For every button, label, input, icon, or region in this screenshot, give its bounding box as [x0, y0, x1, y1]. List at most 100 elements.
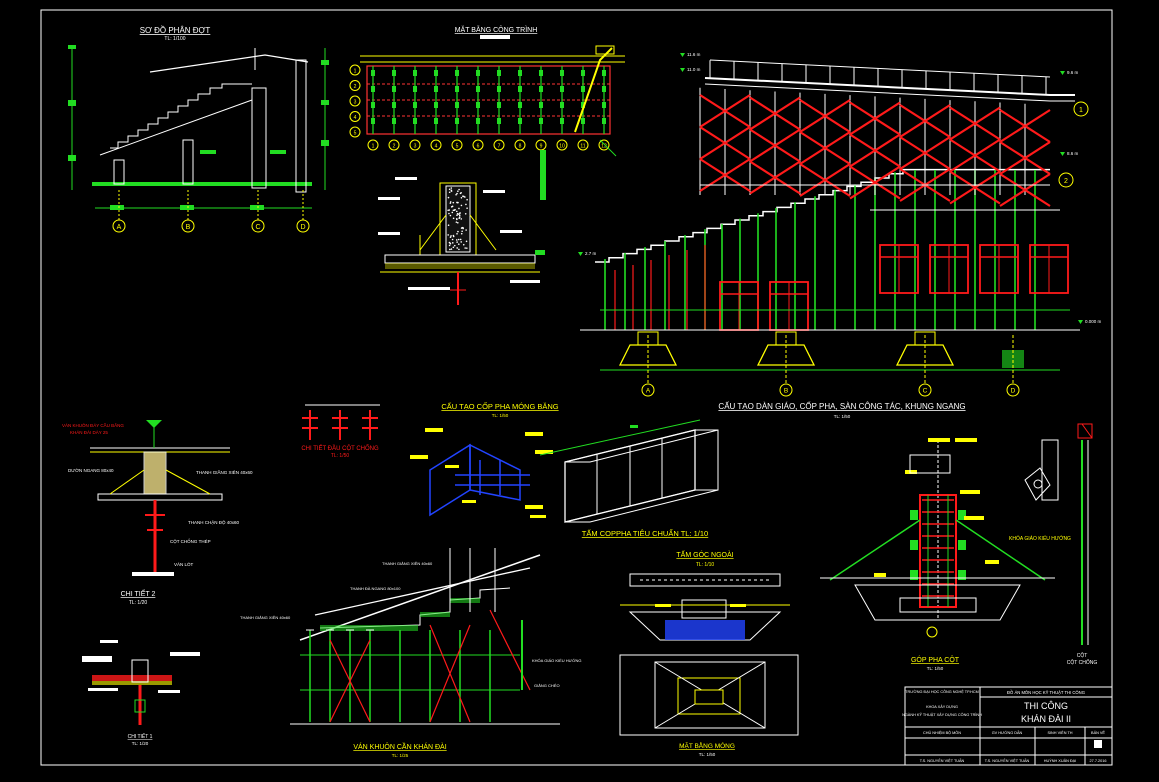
concrete-aggregate — [448, 209, 451, 211]
prop-mark — [371, 86, 375, 92]
chi-tiet-1-title: CHI TIẾT 1 — [128, 733, 153, 740]
ref-circle-label: 1 — [1079, 107, 1083, 114]
so-do-phan-dot: SƠ ĐỒ PHÂN ĐỢT TL: 1/100 A B C D — [68, 25, 329, 233]
footing — [618, 344, 678, 366]
grid-bubble — [493, 139, 505, 151]
concrete-aggregate — [460, 232, 463, 235]
tb-name-3: HUỲNH XUÂN ĐẠI — [1044, 758, 1077, 763]
concrete-aggregate — [459, 192, 462, 195]
concrete-aggregate — [457, 213, 460, 215]
axis-label: C — [255, 224, 260, 231]
prop-mark — [602, 118, 606, 124]
concrete-aggregate — [465, 247, 468, 249]
prop-mark — [371, 102, 375, 108]
dau-cot-title: CHI TIẾT ĐẦU CỘT CHỐNG — [301, 445, 379, 452]
concrete-aggregate — [448, 188, 451, 191]
concrete-aggregate — [451, 238, 454, 241]
prop-mark — [455, 102, 459, 108]
grid-bubble-label: 5 — [456, 144, 459, 150]
ref-circle-label: 2 — [1064, 178, 1068, 185]
khoa-giao-cot-chong: KHÓA GIÁO KIỂU HƯỚNG CỘT CỘT CHỐNG — [1009, 423, 1097, 666]
prop-mark — [434, 118, 438, 124]
concrete-aggregate — [460, 241, 463, 243]
prop-mark — [581, 102, 585, 108]
grid-bubble-label: 4 — [354, 115, 357, 121]
cross-brace — [699, 158, 751, 192]
concrete-aggregate — [460, 196, 463, 199]
concrete-aggregate — [451, 211, 454, 214]
clamp — [910, 570, 918, 580]
axis-bubble-label: D — [1011, 388, 1016, 395]
cross-brace — [999, 173, 1051, 207]
tb-major: NGÀNH KỸ THUẬT XÂY DỰNG CÔNG TRÌNH — [902, 712, 982, 717]
cross-brace — [699, 94, 751, 128]
prop-mark — [539, 86, 543, 92]
concrete-aggregate — [448, 212, 450, 215]
concrete-aggregate — [456, 241, 458, 243]
concrete-aggregate — [453, 244, 456, 247]
prop-mark — [518, 102, 522, 108]
concrete-aggregate — [455, 221, 458, 223]
concrete-aggregate — [456, 247, 458, 249]
cross-brace — [999, 109, 1051, 143]
concrete — [420, 612, 450, 617]
level-label: 11.6 m — [687, 52, 701, 57]
tb-name-2: T.S. NGUYỄN VIỆT TUẤN — [985, 758, 1030, 763]
tam-goc-mong: TẤM GÓC NGOÀI TL: 1/10 MẶT BẰNG MÓNG TL:… — [619, 549, 799, 757]
tb-sheet-label: BẢN VẼ — [1091, 730, 1105, 735]
axis-bubble — [779, 383, 793, 397]
level-label: 8.6 m — [1067, 151, 1079, 156]
prop-mark — [560, 102, 564, 108]
prop-mark — [434, 86, 438, 92]
concrete-aggregate — [448, 244, 451, 247]
prop-mark — [392, 86, 396, 92]
label: THANH GIẰNG XIÊN 40x60 — [382, 561, 433, 566]
grid-bubble-label: 11 — [580, 144, 585, 150]
tb-faculty: KHOA XÂY DỰNG — [926, 704, 958, 709]
gop-pha-cot-title: GÓP PHA CỘT — [911, 655, 960, 664]
prop-mark — [539, 70, 543, 76]
axis-label: A — [117, 224, 122, 231]
tb-role-3: SINH VIÊN TH — [1047, 730, 1072, 735]
chi-tiet-2-scale: TL: 1/20 — [129, 600, 148, 606]
grid-bubble — [451, 139, 463, 151]
axis-bubble — [918, 383, 932, 397]
prop-mark — [455, 70, 459, 76]
axis-bubble — [1006, 383, 1020, 397]
grid-bubble-label: 12 — [601, 144, 607, 150]
sheet-border — [40, 9, 1113, 766]
concrete-aggregate — [458, 214, 461, 217]
prop-mark — [392, 70, 396, 76]
tb-role-1: CHỦ NHIỆM BỘ MÔN — [923, 730, 961, 735]
prop-mark — [602, 102, 606, 108]
grid-bubble — [349, 111, 361, 122]
axis-bubble — [641, 383, 655, 397]
diagonal-brace — [489, 609, 531, 691]
concrete-aggregate — [465, 240, 468, 243]
prop-mark — [476, 102, 480, 108]
dan-giao-title: CẤU TẠO DÀN GIÁO, CỐP PHA, SÀN CÔNG TÁC,… — [718, 401, 965, 411]
khoa-giao-title: KHÓA GIÁO KIỂU HƯỚNG — [1009, 535, 1071, 542]
prop-mark — [413, 102, 417, 108]
prop-mark — [413, 86, 417, 92]
concrete-aggregate — [455, 239, 458, 241]
axis-bubble-label: B — [784, 388, 788, 395]
grid-bubble-label: 6 — [477, 144, 480, 150]
grid-bubble-label: 2 — [354, 84, 357, 90]
footing — [895, 344, 955, 366]
grid-bubble — [430, 139, 442, 151]
concrete-aggregate — [450, 187, 453, 189]
concrete-aggregate — [449, 202, 452, 204]
label: THANH CHẶN ĐỘ 40x60 — [188, 519, 240, 525]
label: VÁN KHUÔN ĐÁY CẦU BẰNG — [62, 421, 124, 428]
grid-bubble-label: 2 — [393, 144, 396, 150]
concrete-aggregate — [455, 210, 458, 213]
concrete-aggregate — [457, 238, 460, 241]
grid-bubble — [349, 126, 361, 138]
prop-mark — [539, 118, 543, 124]
tb-title-1: THI CÔNG — [1024, 701, 1068, 711]
slab-line — [314, 567, 531, 616]
level-label: 0.000 m — [1085, 319, 1102, 324]
